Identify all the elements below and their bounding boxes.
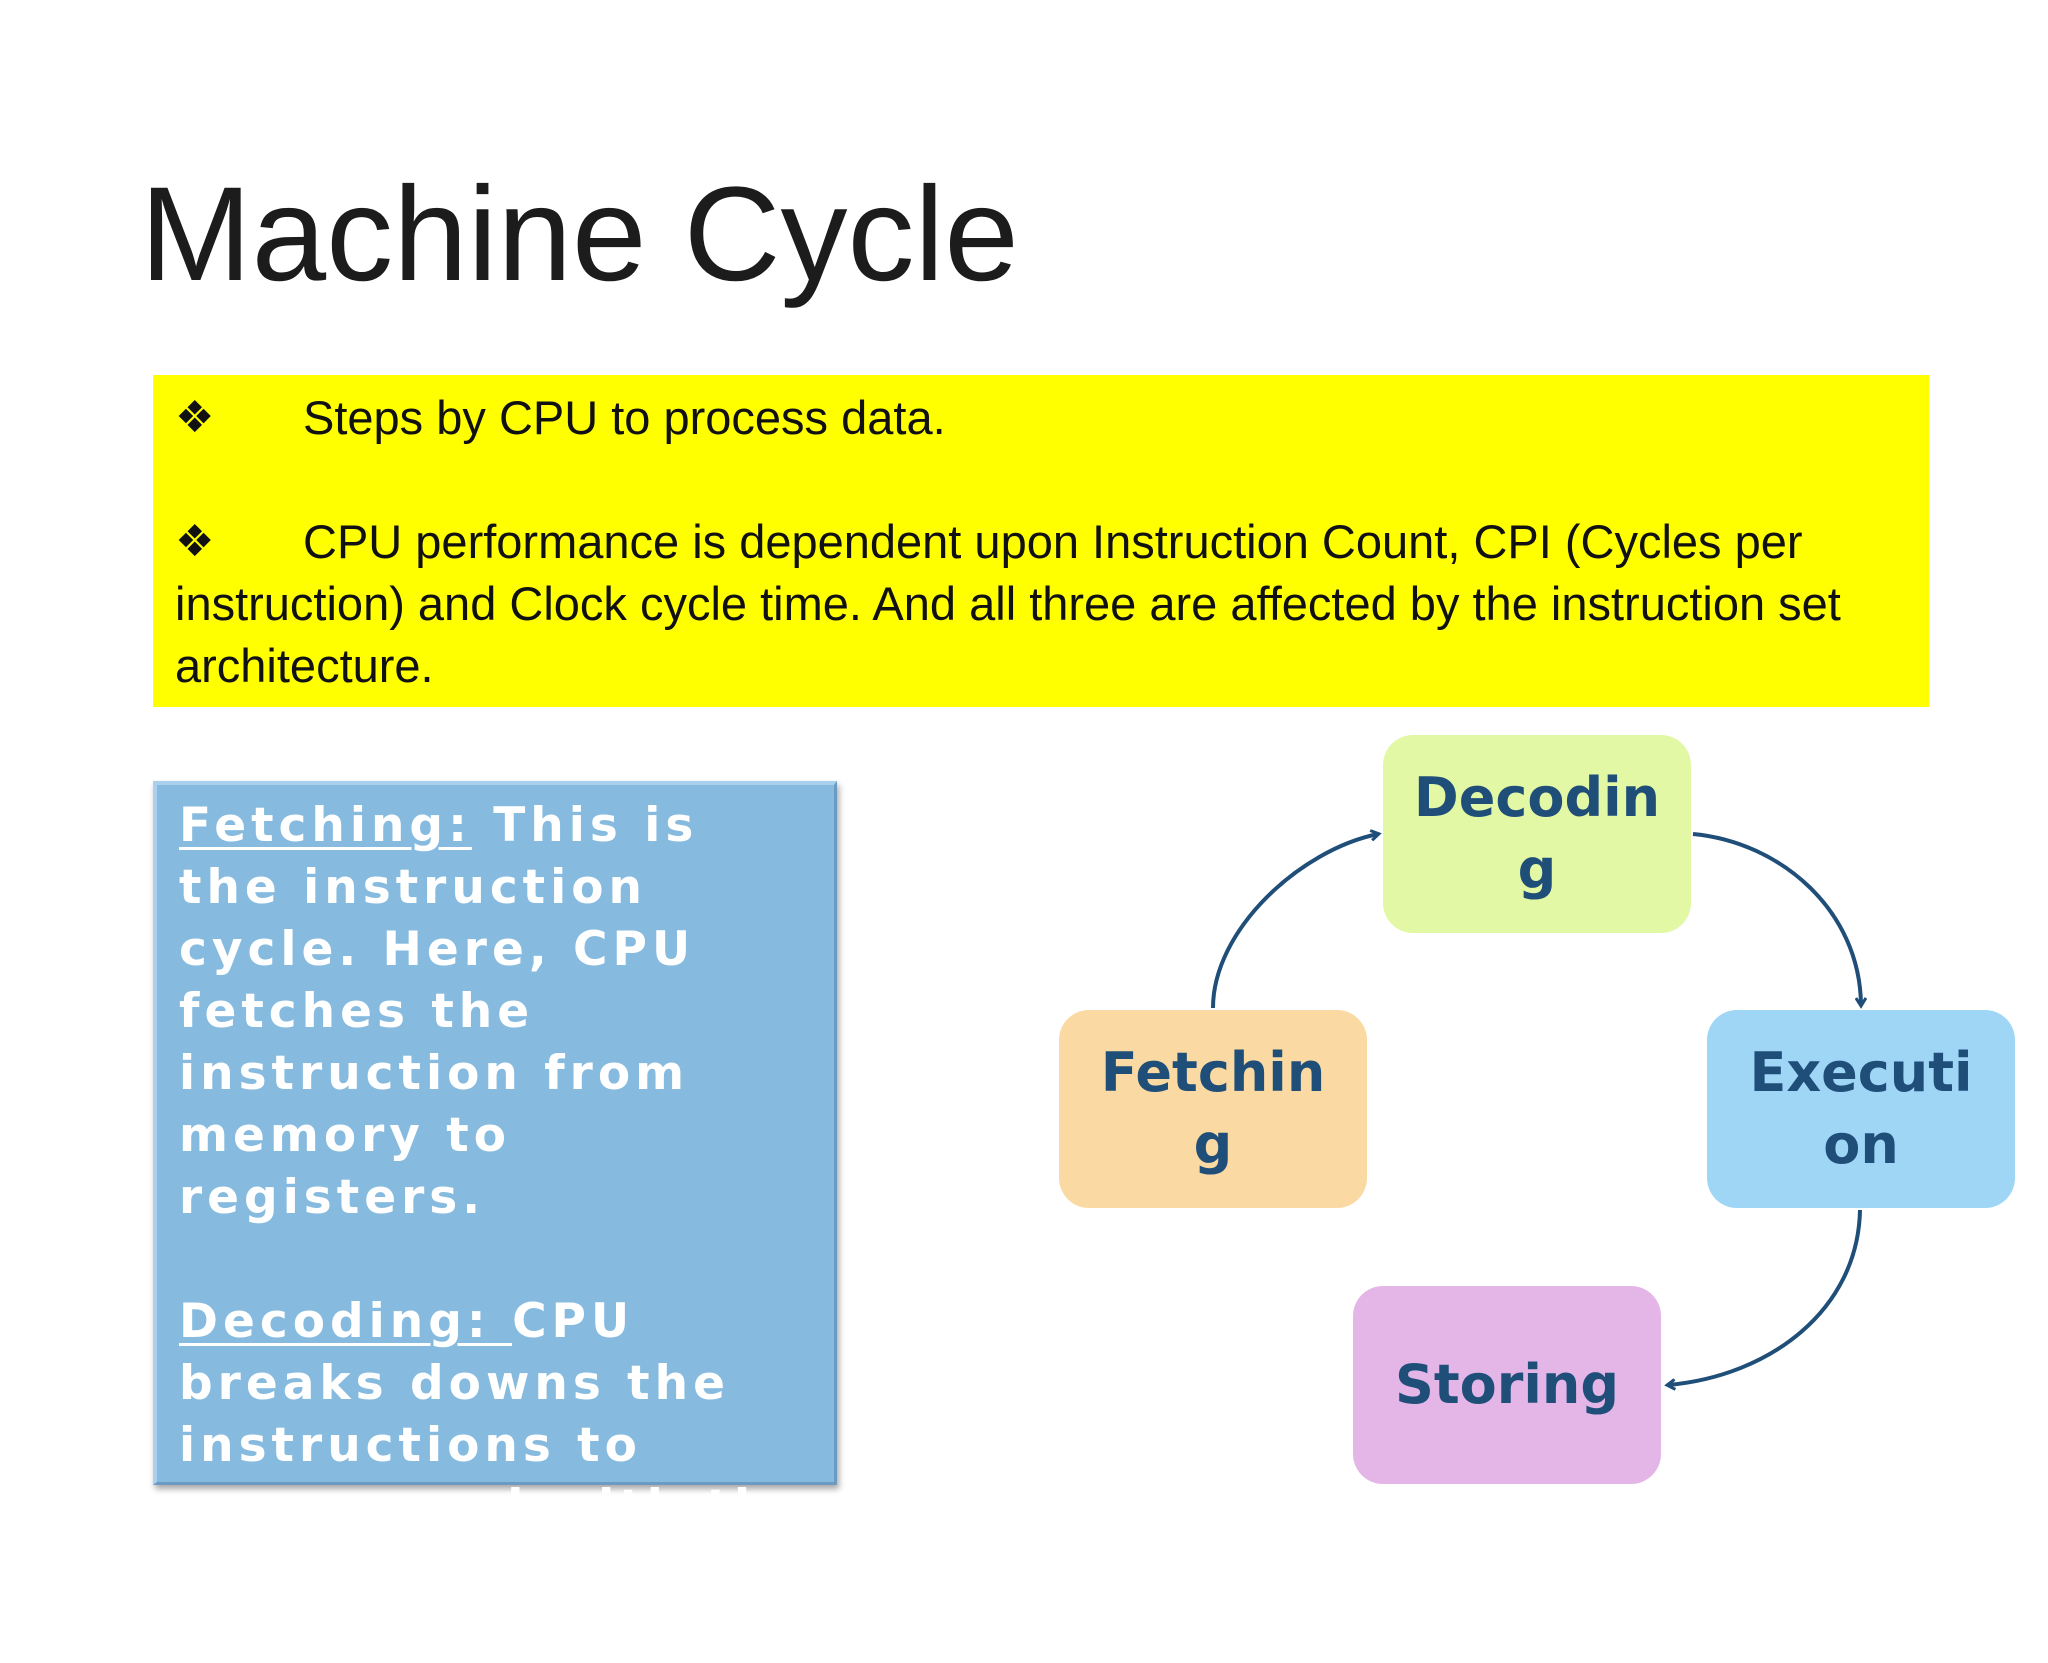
summary-bullet-1: ❖ Steps by CPU to process data. [175,387,1907,449]
summary-bullet-2-text: CPU performance is dependent upon Instru… [175,515,1841,692]
storing-node: Storing [1353,1286,1661,1484]
four-diamond-bullet-icon: ❖ [175,516,215,567]
fetching-term: Fetching: [179,798,472,853]
decoding-definition: Decoding: CPU breaks downs the instructi… [179,1291,822,1663]
four-diamond-bullet-icon: ❖ [175,392,215,443]
summary-box: ❖Steps by CPU to process data. ❖CPU perf… [153,375,1929,707]
summary-bullet-1-text: Steps by CPU to process data. [303,391,946,444]
arrow-fetching-to-decoding [1211,834,1378,1009]
summary-bullet-2: ❖CPU performance is dependent upon Instr… [175,511,1907,697]
fetching-description: This is the instruction cycle. Here, CPU… [179,798,699,1225]
execution-node: Execution [1707,1010,2015,1208]
fetching-node: Fetching [1059,1010,1367,1208]
arrow-decoding-to-execution [1692,832,1861,1005]
arrow-execution-to-storing [1668,1209,1862,1385]
decoding-term: Decoding: [179,1294,513,1349]
decoding-node: Decoding [1383,735,1691,933]
slide-title: Machine Cycle [140,160,1019,309]
fetching-definition: Fetching: This is the instruction cycle.… [179,795,822,1229]
definitions-box: Fetching: This is the instruction cycle.… [153,781,837,1659]
